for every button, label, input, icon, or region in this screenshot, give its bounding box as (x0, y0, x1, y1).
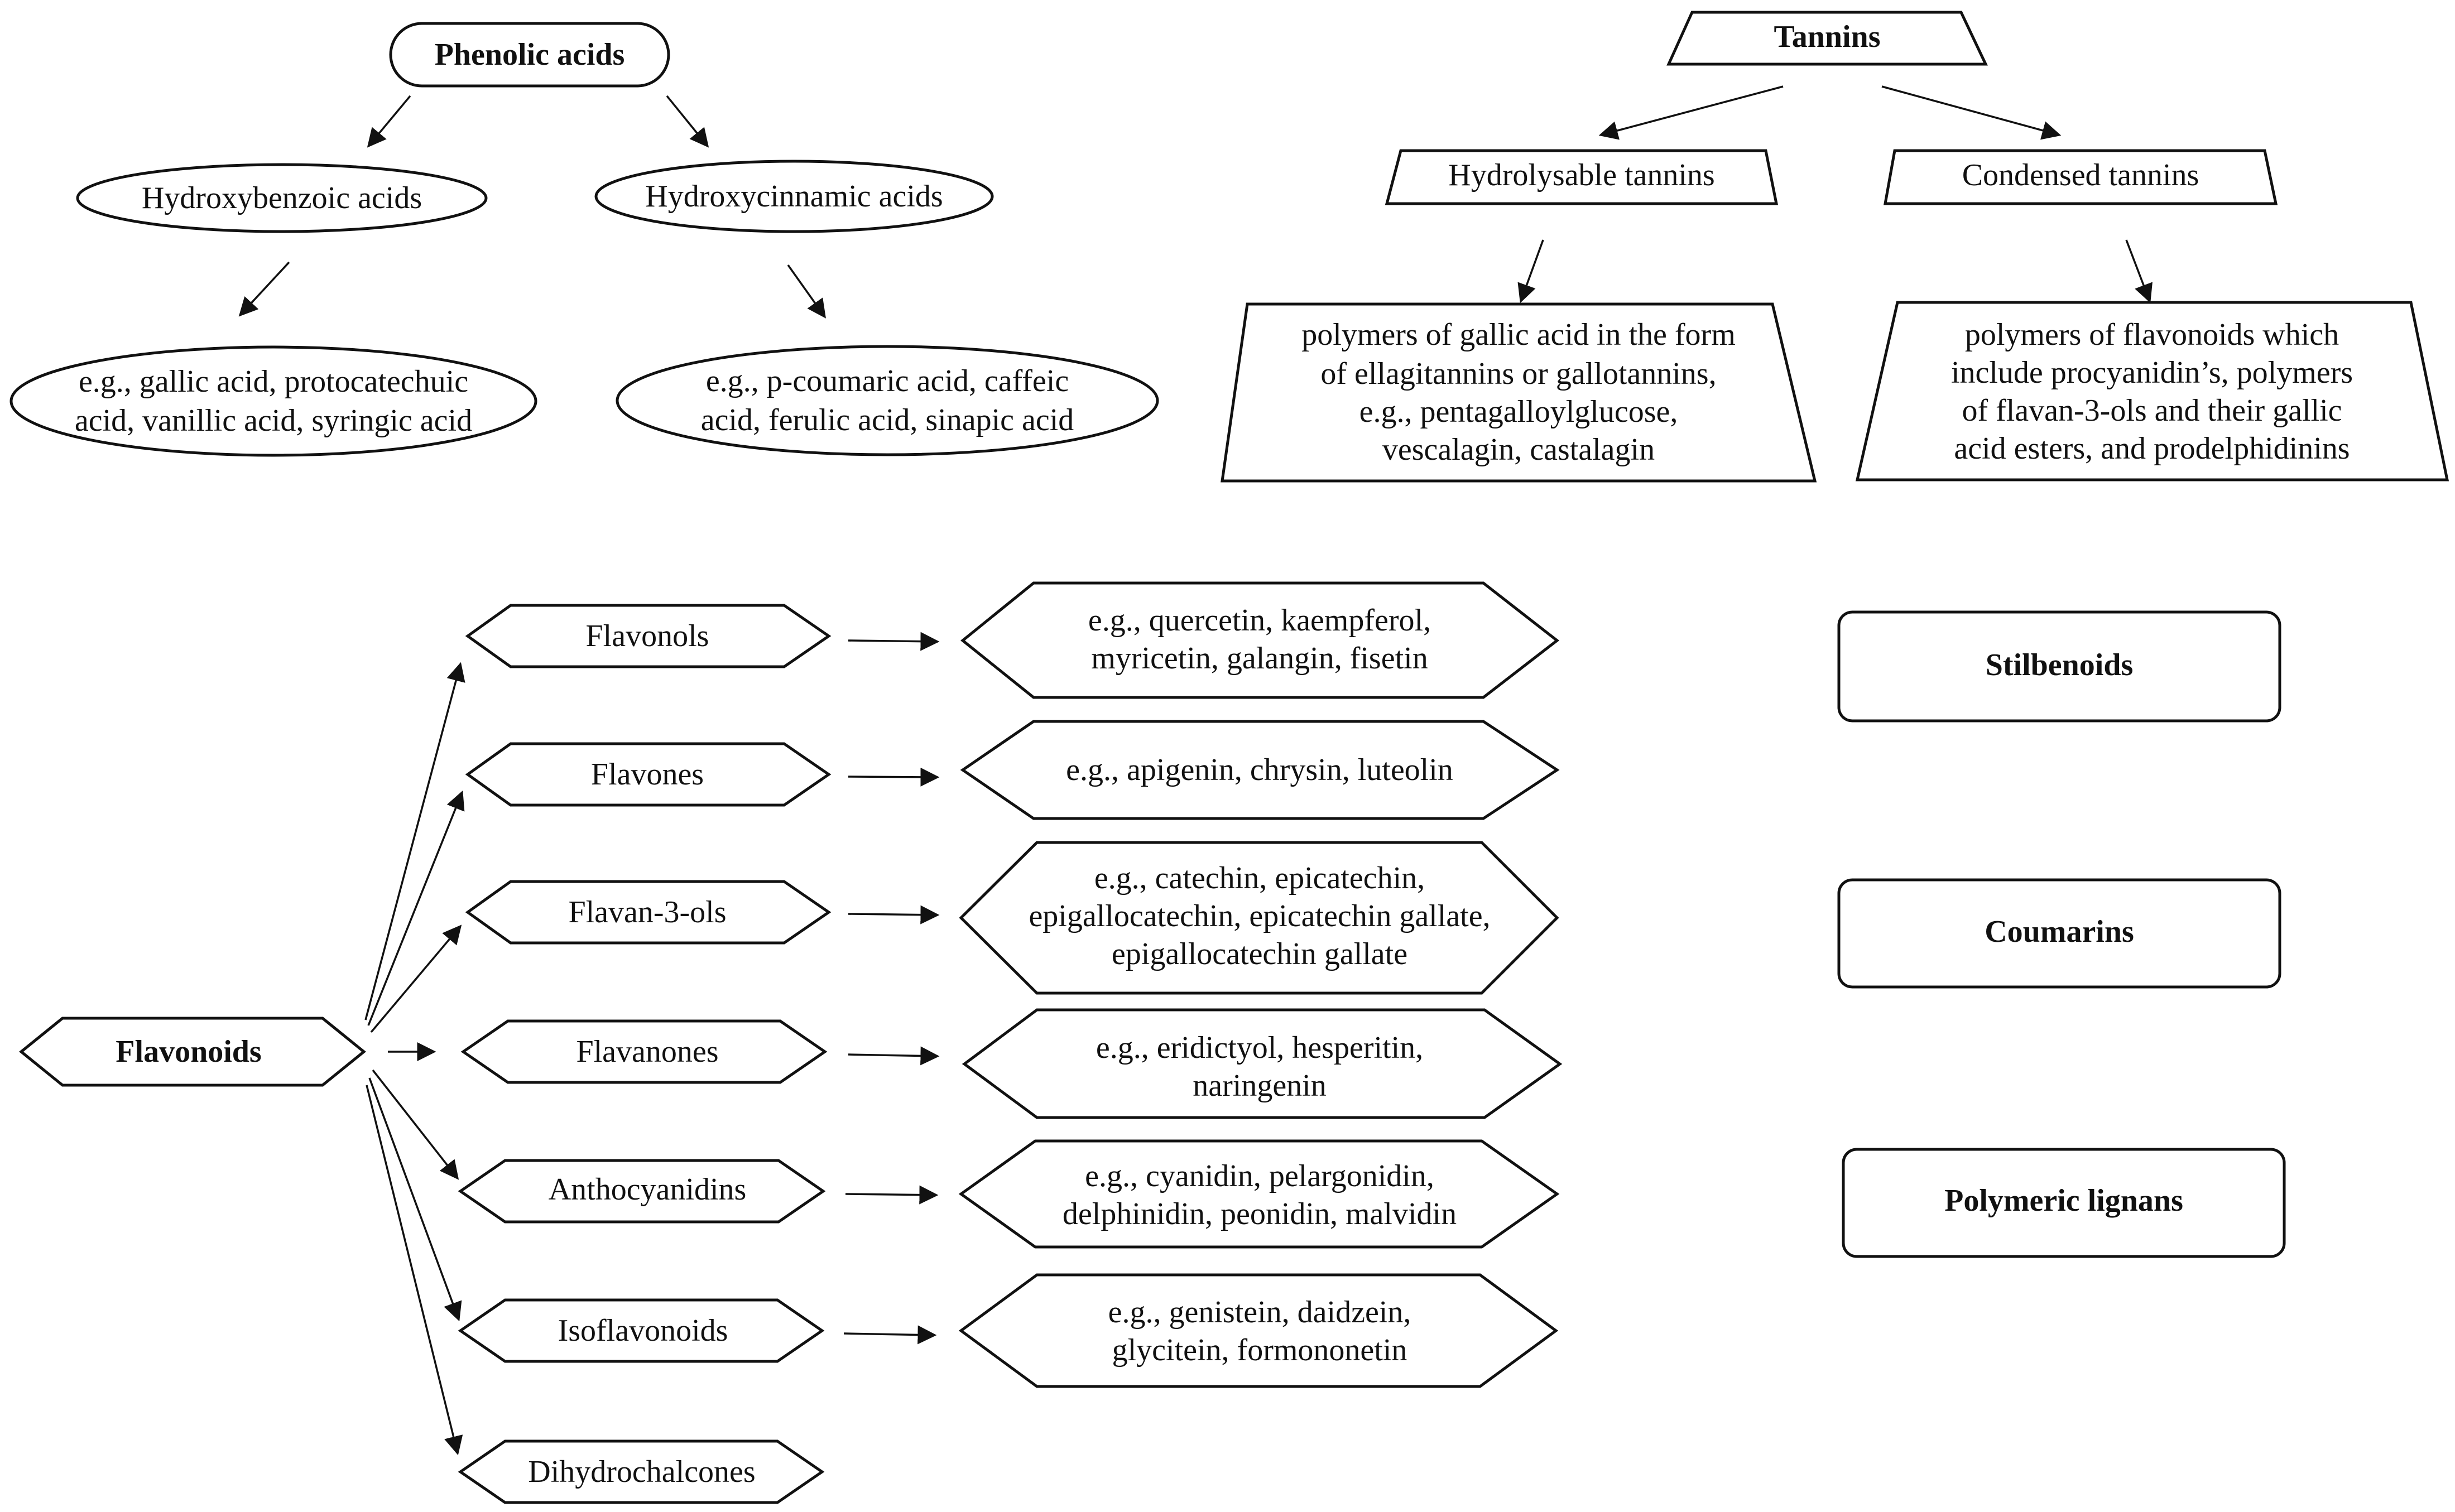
arrow-hydrolysable-to-description (1517, 239, 1544, 304)
hydroxycinnamic-examples-node (616, 345, 1159, 456)
flavan-3-ols-examples-line-3: epigallocatechin gallate (1112, 937, 1407, 971)
arrow-flavonoids-to-dihydrochalcones (366, 1085, 463, 1456)
isoflavonoids-examples-node (958, 1273, 1559, 1388)
tannins-node (1666, 11, 1988, 66)
flavan-3-ols-examples-node (959, 841, 1559, 995)
phenolic-acids-group: Phenolic acids Hydroxybenzoic acids Hydr… (9, 22, 1159, 457)
arrow-flavonols-to-examples (848, 632, 940, 651)
stilbenoids-node (1837, 610, 2281, 723)
coumarins-label: Coumarins (1985, 914, 2134, 949)
flavones-examples-line-1: e.g., apigenin, chrysin, luteolin (1066, 753, 1453, 787)
polymeric-lignans-label: Polymeric lignans (1944, 1183, 2183, 1218)
isoflavonoids-node (458, 1298, 825, 1363)
hydroxybenzoic-examples-line-2: acid, vanillic acid, syringic acid (75, 403, 472, 438)
flavan-3-ols-label: Flavan-3-ols (568, 895, 726, 930)
flavanones-label: Flavanones (576, 1034, 718, 1069)
condensed-tannins-description-node (1855, 301, 2449, 481)
hydrolysable-tannins-description-node (1221, 302, 1817, 483)
arrow-tannins-to-hydrolysable (1598, 85, 1784, 140)
arrow-flavan-3-ols-to-examples (848, 905, 940, 924)
hydrolysable-tannins-label: Hydrolysable tannins (1448, 158, 1714, 192)
hydrolysable-tannins-node (1385, 149, 1779, 205)
hydroxybenzoic-examples-line-1: e.g., gallic acid, protocatechuic (79, 364, 468, 399)
arrow-phenolic-to-hydroxycinnamic (666, 95, 709, 148)
arrow-tannins-to-condensed (1881, 85, 2062, 140)
flavanones-examples-node (962, 1008, 1563, 1119)
anthocyanidins-examples-line-2: delphinidin, peonidin, malvidin (1063, 1197, 1457, 1231)
flavanones-examples-line-2: naringenin (1193, 1068, 1326, 1103)
dihydrochalcones-node (458, 1439, 825, 1504)
condensed-tannins-node (1884, 149, 2278, 205)
arrow-condensed-to-description (2125, 239, 2153, 304)
arrow-flavonoids-to-isoflavonoids (368, 1077, 462, 1322)
flavones-examples-node (960, 720, 1560, 820)
flavan-3-ols-node (465, 880, 832, 945)
hydroxycinnamic-examples-line-2: acid, ferulic acid, sinapic acid (701, 403, 1074, 437)
arrow-hydroxybenzoic-to-examples (238, 261, 290, 317)
hydrolysable-description-line-3: e.g., pentagalloylglucose, (1359, 394, 1678, 429)
flavonols-examples-node (960, 581, 1560, 699)
tannins-label: Tannins (1774, 20, 1881, 54)
anthocyanidins-examples-node (958, 1139, 1560, 1249)
flavonols-node (465, 604, 832, 668)
arrow-anthocyanidins-to-examples (845, 1185, 939, 1205)
flavan-3-ols-examples-line-1: e.g., catechin, epicatechin, (1094, 861, 1425, 895)
arrow-flavonoids-to-flavan-3-ols (370, 924, 462, 1033)
flavonols-examples-line-2: myricetin, galangin, fisetin (1091, 641, 1428, 676)
hydroxybenzoic-examples-node (9, 345, 537, 457)
flavonols-label: Flavonols (586, 619, 709, 653)
condensed-description-line-2: include procyanidin’s, polymers (1951, 355, 2353, 390)
arrow-isoflavonoids-to-examples (843, 1325, 937, 1345)
condensed-description-line-1: polymers of flavonoids which (1965, 317, 2339, 352)
hydroxycinnamic-examples-line-1: e.g., p-coumaric acid, caffeic (706, 364, 1069, 398)
hydrolysable-description-line-1: polymers of gallic acid in the form (1301, 317, 1736, 352)
arrow-flavonoids-to-anthocyanidins (372, 1069, 459, 1180)
hydrolysable-description-line-2: of ellagitannins or gallotannins, (1320, 357, 1716, 391)
hydroxybenzoic-acids-label: Hydroxybenzoic acids (142, 181, 422, 215)
stilbenoids-label: Stilbenoids (1986, 648, 2134, 682)
condensed-description-line-3: of flavan-3-ols and their gallic (1962, 393, 2342, 428)
isoflavonoids-examples-line-1: e.g., genistein, daidzein, (1108, 1295, 1411, 1330)
arrow-flavonoids-to-flavones (367, 790, 465, 1026)
flavonoids-node (19, 1017, 366, 1087)
phenolic-acids-node (389, 22, 670, 88)
anthocyanidins-node (458, 1159, 826, 1224)
condensed-tannins-label: Condensed tannins (1962, 158, 2199, 192)
flavan-3-ols-examples-line-2: epigallocatechin, epicatechin gallate, (1029, 899, 1490, 933)
polymeric-lignans-node (1842, 1148, 2286, 1258)
hydroxycinnamic-acids-label: Hydroxycinnamic acids (645, 179, 943, 214)
arrow-flavanones-to-examples (848, 1046, 940, 1066)
hydrolysable-description-line-4: vescalagin, castalagin (1382, 432, 1655, 467)
arrow-hydroxycinnamic-to-examples (787, 264, 826, 319)
flavanones-examples-line-1: e.g., eridictyol, hesperitin, (1096, 1031, 1423, 1065)
tannins-group: Tannins Hydrolysable tannins Condensed t… (1221, 11, 2449, 483)
isoflavonoids-label: Isoflavonoids (558, 1313, 728, 1348)
flavonols-examples-line-1: e.g., quercetin, kaempferol, (1088, 603, 1431, 638)
condensed-description-line-4: acid esters, and prodelphidinins (1954, 431, 2350, 466)
flavonoids-group: Flavonoids Flavonols e.g., quercetin, ka… (19, 581, 1563, 1504)
anthocyanidins-examples-line-1: e.g., cyanidin, pelargonidin, (1085, 1159, 1434, 1193)
hydroxycinnamic-acids-node (594, 160, 994, 233)
flavonoids-label: Flavonoids (116, 1034, 261, 1069)
other-classes-group: Stilbenoids Coumarins Polymeric lignans (1837, 610, 2286, 1258)
arrow-flavonoids-to-flavonols (364, 662, 465, 1020)
phenolic-acids-label: Phenolic acids (435, 37, 625, 72)
isoflavonoids-examples-line-2: glycitein, formononetin (1112, 1333, 1407, 1367)
dihydrochalcones-label: Dihydrochalcones (528, 1455, 755, 1489)
anthocyanidins-label: Anthocyanidins (549, 1172, 747, 1207)
coumarins-node (1837, 878, 2281, 989)
arrow-phenolic-to-hydroxybenzoic (367, 95, 411, 148)
flavones-node (465, 742, 832, 807)
flavones-label: Flavones (591, 757, 704, 792)
hydroxybenzoic-acids-node (76, 163, 488, 233)
flavanones-node (460, 1019, 828, 1084)
